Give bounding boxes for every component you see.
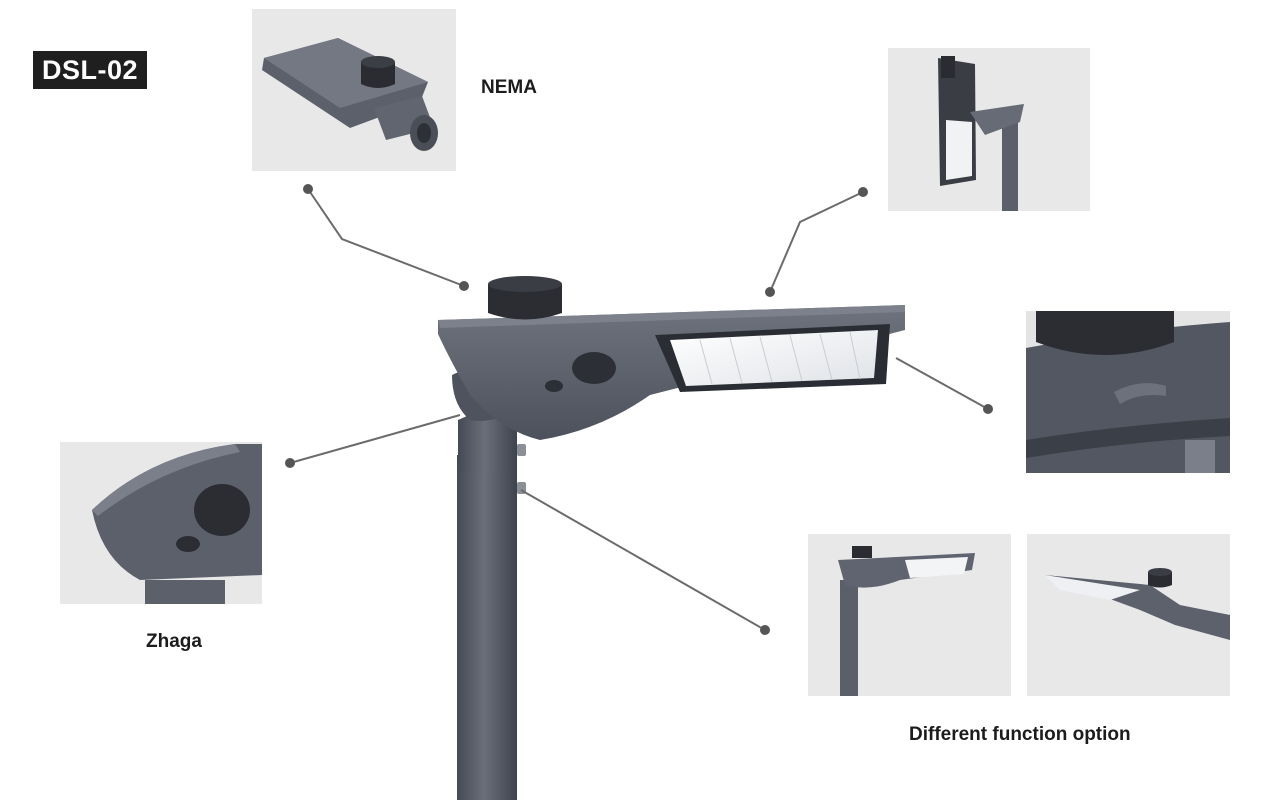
caption-different-function: Different function option bbox=[909, 724, 1131, 745]
detail-photo-zhaga bbox=[60, 442, 262, 604]
caption-nema: NEMA bbox=[481, 77, 537, 98]
detail-photo-nema-closeup bbox=[1026, 311, 1230, 473]
led-panel-icon bbox=[670, 330, 878, 386]
zhaga-socket-icon bbox=[572, 352, 616, 384]
detail-photo-variant-a bbox=[808, 534, 1011, 696]
pole-bolt bbox=[517, 444, 526, 456]
detail-photo-variant-b bbox=[1027, 534, 1230, 696]
detail-photo-nema-top bbox=[252, 9, 456, 171]
main-luminaire-head bbox=[438, 276, 905, 440]
leader-lines bbox=[289, 188, 989, 631]
leader-dots bbox=[285, 184, 993, 635]
nema-socket-icon bbox=[361, 56, 395, 68]
detail-photo-mount bbox=[888, 48, 1090, 211]
nema-socket-icon bbox=[488, 276, 562, 292]
nema-socket-icon bbox=[1036, 311, 1174, 355]
zhaga-socket-icon bbox=[194, 484, 250, 536]
caption-zhaga: Zhaga bbox=[146, 631, 202, 652]
main-pole bbox=[457, 412, 526, 800]
model-badge: DSL-02 bbox=[33, 51, 147, 89]
